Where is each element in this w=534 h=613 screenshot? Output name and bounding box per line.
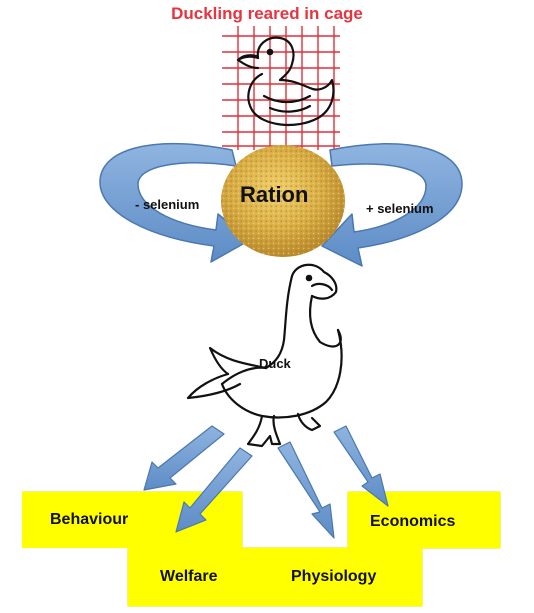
duckling-icon bbox=[236, 36, 335, 126]
duck-icon bbox=[186, 263, 343, 448]
arrow-to-welfare bbox=[175, 447, 253, 533]
outcome-behaviour: Behaviour bbox=[50, 511, 129, 528]
minus-selenium-arrow bbox=[99, 143, 251, 263]
duck-label: Duck bbox=[259, 356, 291, 371]
outcome-arrows bbox=[143, 425, 389, 539]
ration-feed-icon bbox=[221, 145, 345, 257]
diagram-title: Duckling reared in cage bbox=[171, 4, 363, 23]
outcome-welfare: Welfare bbox=[160, 568, 218, 585]
outcome-box-right bbox=[348, 492, 500, 548]
cage-grid bbox=[222, 26, 340, 150]
outcome-economics: Economics bbox=[370, 513, 456, 530]
outcome-physiology: Physiology bbox=[291, 568, 377, 585]
outcome-box-group bbox=[22, 491, 501, 607]
outcome-box-bottom bbox=[128, 548, 422, 606]
minus-selenium-label: - selenium bbox=[135, 197, 200, 212]
ration-label: Ration bbox=[240, 182, 309, 207]
arrow-to-economics bbox=[333, 425, 389, 507]
plus-selenium-arrow bbox=[321, 143, 463, 267]
arrow-to-behaviour bbox=[143, 425, 225, 491]
plus-selenium-label: + selenium bbox=[366, 201, 434, 216]
arrow-to-physiology bbox=[277, 441, 335, 539]
